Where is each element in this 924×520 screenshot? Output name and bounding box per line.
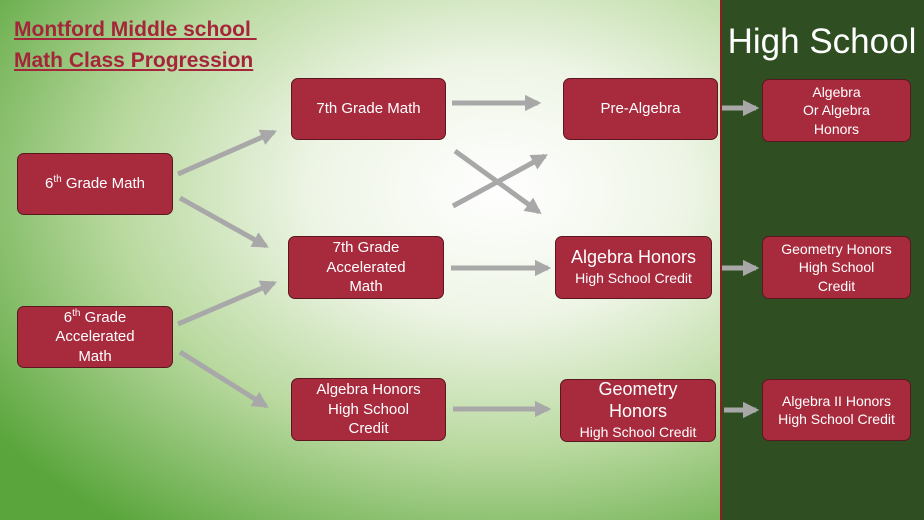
high-school-heading: High School	[727, 22, 917, 61]
diagram-title-line2: Math Class Progression	[14, 49, 254, 72]
arrow-6th-acc-to-7th-accelerated	[177, 280, 278, 327]
arrow-6th-to-7th-accelerated	[178, 195, 269, 249]
box-hs-algebra-ii-honors: Algebra II Honors High School Credit	[762, 379, 911, 441]
arrow-7th-cross-to-prealgebra	[451, 153, 548, 209]
diagram-title-line1: Montford Middle school	[14, 18, 257, 41]
box-7th-grade-accelerated-math: 7th Grade Accelerated Math	[288, 236, 444, 299]
box-pre-algebra: Pre-Algebra	[563, 78, 718, 140]
arrow-6th-to-7th	[176, 129, 278, 177]
box-7th-grade-math: 7th Grade Math	[291, 78, 446, 140]
box-hs-algebra-or-algebra-honors: Algebra Or Algebra Honors	[762, 79, 911, 142]
box-6th-grade-accelerated-math: 6th Grade Accelerated Math	[17, 306, 173, 368]
box-algebra-honors-hs-credit: Algebra Honors High School Credit	[291, 378, 446, 441]
box-hs-geometry-honors: Geometry Honors High School Credit	[762, 236, 911, 299]
box-algebra-honors-high-school-credit: Algebra Honors High School Credit	[555, 236, 712, 299]
box-6th-grade-math: 6th Grade Math	[17, 153, 173, 215]
box-geometry-honors-high-school-credit: Geometry Honors High School Credit	[560, 379, 716, 442]
arrow-6th-acc-to-algebra-honors	[178, 349, 269, 409]
